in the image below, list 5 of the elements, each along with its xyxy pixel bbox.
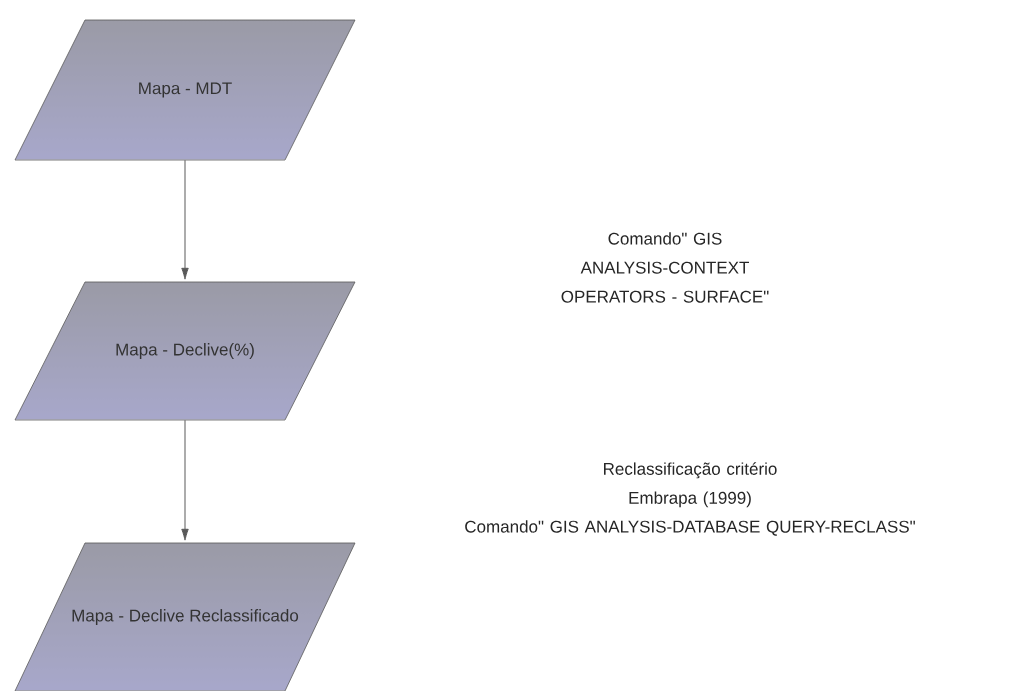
annotation-text: Comando" GIS ANALYSIS-DATABASE QUERY-RECLASS" bbox=[465, 520, 915, 536]
arrow bbox=[181, 419, 189, 541]
arrow bbox=[181, 159, 189, 280]
annotation-text: Reclassificação critério Embrapa (1999) bbox=[604, 462, 777, 508]
annotation-text: Comando" GIS ANALYSIS-CONTEXT OPERATORS - SURFACE" bbox=[561, 232, 769, 303]
